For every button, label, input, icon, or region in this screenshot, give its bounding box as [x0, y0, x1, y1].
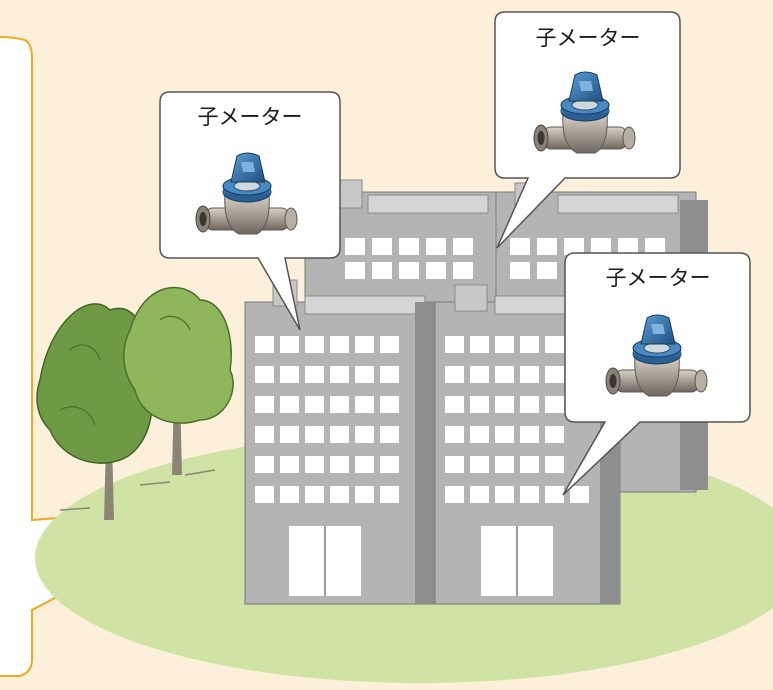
sub-meter-callout-left: 子メーター: [159, 91, 341, 331]
sub-meter-callout-top-right: 子メーター: [494, 11, 681, 249]
callout-label: 子メーター: [198, 105, 303, 129]
sub-meter-callout-right: 子メーター: [562, 252, 751, 496]
callout-label: 子メーター: [536, 26, 641, 50]
trees: [36, 286, 234, 520]
callout-label: 子メーター: [606, 266, 711, 290]
